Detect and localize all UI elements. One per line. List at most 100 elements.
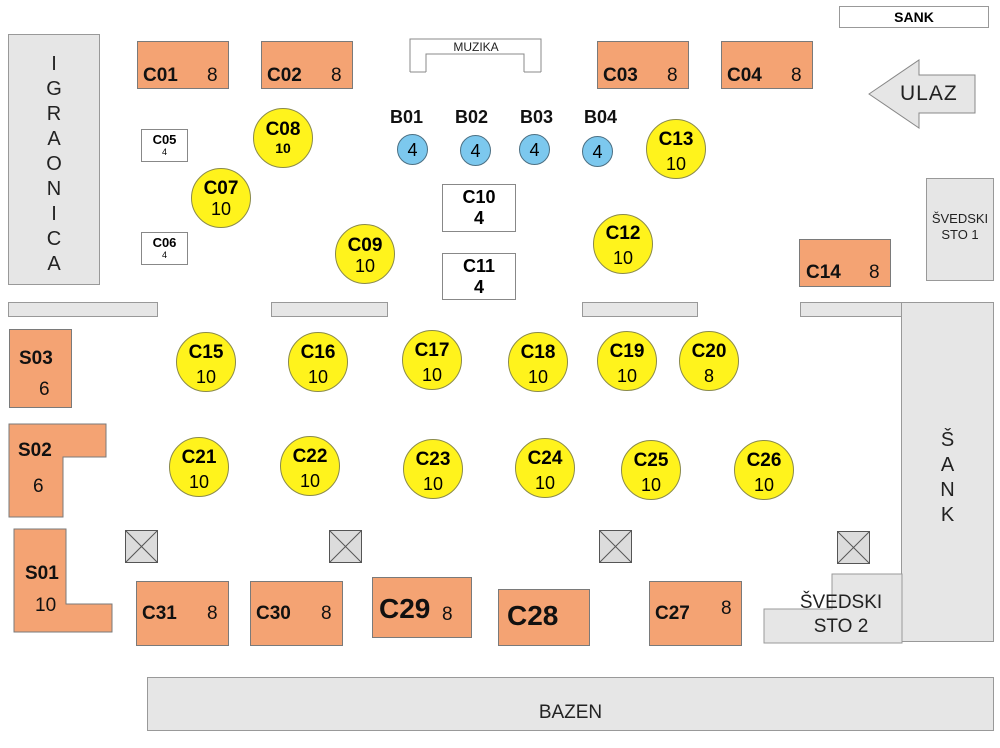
table-code: C15 <box>188 342 224 363</box>
table-code: C20 <box>691 341 727 362</box>
bar-counter-label: Š A N K <box>940 429 955 526</box>
table-C23[interactable]: C23 10 <box>403 439 463 499</box>
table-seats: 8 <box>721 598 732 619</box>
pillar-icon <box>329 530 362 563</box>
table-seats: 8 <box>442 604 453 625</box>
table-code: C07 <box>203 178 239 199</box>
table-seats: 10 <box>299 471 321 491</box>
table-seats: 8 <box>869 262 880 283</box>
table-C30[interactable]: C30 8 <box>250 581 343 646</box>
buffet-1-line2: STO 1 <box>941 227 979 242</box>
table-C20[interactable]: C20 8 <box>679 331 739 391</box>
table-B04[interactable]: 4 <box>582 136 613 167</box>
table-code: C02 <box>267 65 302 86</box>
table-code: C26 <box>746 450 782 471</box>
table-code: C05 <box>152 132 177 147</box>
table-C03[interactable]: C03 8 <box>597 41 689 89</box>
table-code: C13 <box>658 129 694 150</box>
table-C31[interactable]: C31 8 <box>136 581 229 646</box>
table-C24[interactable]: C24 10 <box>515 438 575 498</box>
table-C28[interactable]: C28 <box>498 589 590 646</box>
table-B01[interactable]: 4 <box>397 134 428 165</box>
table-C27[interactable]: C27 8 <box>649 581 742 646</box>
table-C26[interactable]: C26 10 <box>734 440 794 500</box>
table-B02[interactable]: 4 <box>460 135 491 166</box>
table-seats: 10 <box>35 595 57 616</box>
table-C07[interactable]: C07 10 <box>191 168 251 228</box>
table-S02[interactable] <box>8 423 108 519</box>
table-code: C22 <box>292 446 328 467</box>
pillar-icon <box>837 531 870 564</box>
table-seats: 8 <box>321 603 332 624</box>
table-seats: 10 <box>753 475 775 495</box>
pillar-icon <box>599 530 632 563</box>
table-C17[interactable]: C17 10 <box>402 330 462 390</box>
table-code: C25 <box>633 450 669 471</box>
table-code: B04 <box>584 107 618 127</box>
table-code: S03 <box>19 348 53 369</box>
table-C22[interactable]: C22 10 <box>280 436 340 496</box>
table-code: C11 <box>462 256 496 276</box>
table-seats: 10 <box>307 367 329 387</box>
table-C19[interactable]: C19 10 <box>597 331 657 391</box>
table-seats: 10 <box>665 154 687 174</box>
table-seats: 6 <box>39 379 50 400</box>
table-seats: 8 <box>331 65 342 86</box>
table-seats: 4 <box>529 140 540 160</box>
table-seats: 4 <box>161 250 167 260</box>
table-code: S02 <box>18 440 52 461</box>
table-code: B02 <box>455 107 489 127</box>
table-C01[interactable]: C01 8 <box>137 41 229 89</box>
sank-top-label: SANK <box>894 9 934 25</box>
partition <box>8 302 158 317</box>
table-C14[interactable]: C14 8 <box>799 239 891 287</box>
partition <box>800 302 902 317</box>
table-seats: 4 <box>473 277 484 297</box>
table-code: C23 <box>415 449 451 470</box>
table-C11[interactable]: C11 4 <box>442 253 516 300</box>
table-code: B03 <box>520 107 554 127</box>
table-seats: 8 <box>791 65 802 86</box>
table-code: C27 <box>655 603 690 624</box>
table-seats: 8 <box>207 603 218 624</box>
pool: BAZEN <box>147 677 994 731</box>
table-C06[interactable]: C06 4 <box>141 232 188 265</box>
table-seats: 10 <box>534 473 556 493</box>
table-C10[interactable]: C10 4 <box>442 184 516 232</box>
table-seats: 10 <box>354 256 376 276</box>
entrance-label: ULAZ <box>900 82 958 105</box>
table-S01[interactable] <box>13 528 114 634</box>
table-C12[interactable]: C12 10 <box>593 214 653 274</box>
table-C29[interactable]: C29 8 <box>372 577 472 638</box>
table-seats: 4 <box>161 147 167 157</box>
buffet-2 <box>763 573 903 644</box>
partition <box>582 302 698 317</box>
partition <box>271 302 388 317</box>
table-seats: 10 <box>527 367 549 387</box>
pillar-icon <box>125 530 158 563</box>
table-code: C16 <box>300 342 336 363</box>
table-seats: 10 <box>640 475 662 495</box>
table-C15[interactable]: C15 10 <box>176 332 236 392</box>
table-C08[interactable]: C08 10 <box>253 108 313 168</box>
pool-label: BAZEN <box>538 702 603 723</box>
table-C16[interactable]: C16 10 <box>288 332 348 392</box>
table-C09[interactable]: C09 10 <box>335 224 395 284</box>
table-seats: 4 <box>407 140 418 160</box>
table-C02[interactable]: C02 8 <box>261 41 353 89</box>
music-label: MUZIKA <box>453 40 499 54</box>
table-seats: 10 <box>188 472 210 492</box>
table-C05[interactable]: C05 4 <box>141 129 188 162</box>
bar-counter: Š A N K <box>901 302 994 642</box>
table-S03[interactable]: S03 6 <box>9 329 72 408</box>
table-seats: 10 <box>275 140 291 156</box>
table-code: C14 <box>806 262 841 283</box>
table-code: C10 <box>462 187 496 207</box>
table-C25[interactable]: C25 10 <box>621 440 681 500</box>
table-B03[interactable]: 4 <box>519 134 550 165</box>
music-stage <box>409 38 542 73</box>
table-C04[interactable]: C04 8 <box>721 41 813 89</box>
table-C21[interactable]: C21 10 <box>169 437 229 497</box>
table-C18[interactable]: C18 10 <box>508 332 568 392</box>
table-C13[interactable]: C13 10 <box>646 119 706 179</box>
